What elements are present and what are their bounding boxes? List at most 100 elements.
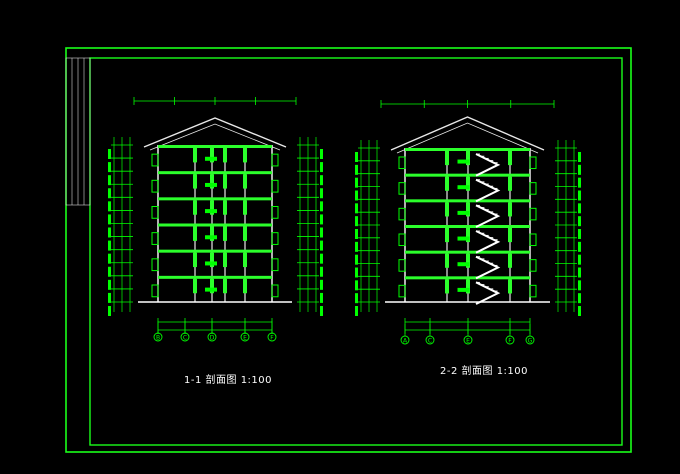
floor-slab	[158, 275, 272, 279]
roof-inner-line	[149, 123, 281, 151]
column-fill	[445, 151, 449, 166]
column-fill	[466, 228, 470, 243]
dimension-text-mark	[108, 253, 111, 264]
column-fill	[193, 278, 197, 294]
window-left	[398, 284, 406, 298]
column-fill	[223, 200, 227, 215]
column-fill	[193, 200, 197, 215]
roof-inner-line	[396, 122, 539, 154]
dimension-text-mark	[108, 292, 111, 303]
inner-frame	[89, 57, 623, 446]
column-fill	[210, 174, 214, 189]
window-left	[151, 258, 159, 272]
axis-bubble	[505, 335, 515, 345]
column-fill	[508, 151, 512, 166]
dimension-text-mark	[355, 152, 358, 162]
dimension-text-mark	[578, 152, 581, 162]
floor-slab	[158, 249, 272, 253]
level-mark	[457, 262, 470, 267]
dimension-text-mark	[578, 216, 581, 227]
window-right	[271, 179, 279, 193]
outer-frame	[65, 47, 632, 453]
dimension-text-mark	[320, 266, 323, 277]
floor-slab	[405, 225, 530, 228]
dimension-text-mark	[320, 227, 323, 238]
level-mark	[457, 287, 470, 292]
window-left	[151, 205, 159, 219]
column-fill	[210, 252, 214, 268]
stair-flight	[475, 153, 501, 177]
axis-bubble	[400, 335, 410, 345]
column-fill	[243, 252, 247, 268]
floor-slab	[405, 199, 530, 203]
dimension-text-mark	[108, 149, 111, 159]
dimension-text-mark	[578, 203, 581, 214]
window-right	[271, 205, 279, 219]
column-fill	[210, 278, 214, 294]
window-left	[398, 156, 406, 170]
column-fill	[466, 202, 470, 217]
column-fill	[223, 278, 227, 294]
window-left	[151, 232, 159, 245]
roof-line	[390, 116, 545, 151]
column-fill	[445, 279, 449, 294]
window-left	[151, 284, 159, 298]
dimension-text-mark	[108, 227, 111, 238]
window-right	[529, 156, 537, 170]
window-left	[151, 179, 159, 193]
dimension-text-mark	[355, 280, 358, 291]
floor-slab	[405, 148, 530, 151]
dimension-text-mark	[320, 214, 323, 225]
dimension-text-mark	[320, 149, 323, 159]
axis-bubble	[240, 332, 250, 342]
window-right	[529, 182, 537, 195]
section-1-1-drawing	[108, 97, 323, 334]
level-mark	[457, 185, 470, 190]
column-fill	[193, 226, 197, 241]
dimension-text-mark	[108, 162, 111, 173]
dimension-text-mark	[320, 162, 323, 173]
column-fill	[466, 253, 470, 268]
column-fill	[210, 226, 214, 241]
axis-label: B	[156, 335, 160, 342]
window-left	[398, 182, 406, 195]
column-fill	[508, 228, 512, 243]
column-fill	[445, 176, 449, 191]
window-left	[398, 233, 406, 247]
dimension-text-mark	[355, 241, 358, 252]
dimension-text-mark	[108, 214, 111, 225]
dimension-text-mark	[578, 254, 581, 265]
column-fill	[223, 252, 227, 268]
window-right	[529, 207, 537, 221]
axis-label: F	[508, 338, 512, 345]
dimension-text-mark	[320, 253, 323, 264]
column-fill	[243, 148, 247, 163]
dimension-text-mark	[320, 175, 323, 186]
axis-label: D	[210, 335, 215, 342]
stair-flight	[475, 178, 501, 203]
column-fill	[508, 279, 512, 294]
window-right	[529, 233, 537, 247]
column-fill	[193, 252, 197, 268]
dimension-text-mark	[578, 293, 581, 304]
column-fill	[243, 200, 247, 215]
dimension-text-mark	[578, 241, 581, 252]
column-fill	[223, 148, 227, 163]
dimension-text-mark	[355, 203, 358, 214]
level-mark	[205, 156, 217, 161]
stair-flight	[475, 230, 501, 254]
floor-slab	[405, 276, 530, 280]
axis-bubble	[180, 332, 190, 342]
dimension-text-mark	[108, 240, 111, 251]
level-mark	[457, 236, 470, 241]
stair-flight	[475, 204, 501, 228]
level-mark	[205, 209, 217, 214]
window-right	[271, 153, 279, 167]
dimension-text-mark	[108, 306, 111, 316]
axis-label: E	[243, 335, 247, 342]
window-right	[271, 232, 279, 245]
floor-slab	[158, 223, 272, 227]
dimension-text-mark	[578, 280, 581, 291]
floor-slab	[158, 197, 272, 201]
